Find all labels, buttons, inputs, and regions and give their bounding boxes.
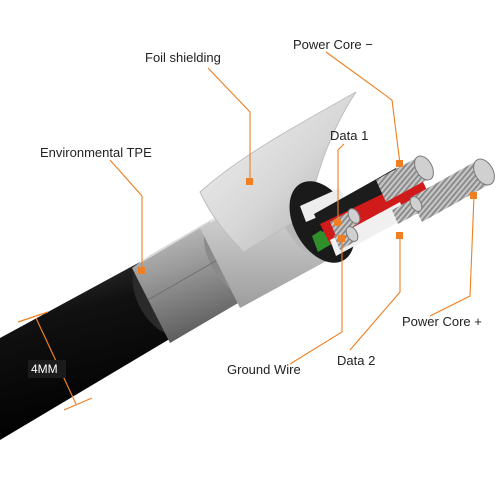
marker-data-2 (396, 232, 403, 239)
label-environmental-tpe: Environmental TPE (40, 145, 152, 160)
data-1-conductor (330, 208, 361, 236)
marker-power-minus (396, 160, 403, 167)
leader-tpe (109, 159, 143, 270)
leader-foil (207, 67, 251, 182)
ground-wire-conductor (334, 226, 359, 250)
conductor-ends (330, 155, 495, 250)
marker-foil (246, 178, 253, 185)
marker-tpe (138, 267, 145, 274)
marker-ground (338, 235, 345, 242)
label-power-core-plus: Power Core + (402, 314, 482, 329)
label-data-2: Data 2 (337, 353, 376, 368)
label-foil-shielding: Foil shielding (145, 50, 221, 65)
leader-data-2 (349, 236, 401, 351)
data-2-conductor (392, 196, 423, 224)
label-ground-wire: Ground Wire (227, 362, 301, 377)
label-power-core-minus: Power Core − (293, 37, 373, 52)
power-core-plus-conductor (410, 158, 495, 222)
label-diameter: 4MM (31, 362, 58, 376)
power-core-minus-conductor (376, 155, 434, 202)
marker-power-plus (470, 192, 477, 199)
label-data-1: Data 1 (330, 128, 369, 143)
diameter-tag (28, 360, 66, 378)
marker-squares (138, 160, 477, 274)
leader-data-1 (337, 143, 345, 222)
leader-lines (109, 51, 475, 365)
leader-power-plus (429, 195, 475, 317)
foil-sheet (199, 91, 357, 253)
leader-ground (289, 238, 343, 365)
leader-power-minus (325, 51, 401, 165)
marker-data-1 (334, 219, 341, 226)
